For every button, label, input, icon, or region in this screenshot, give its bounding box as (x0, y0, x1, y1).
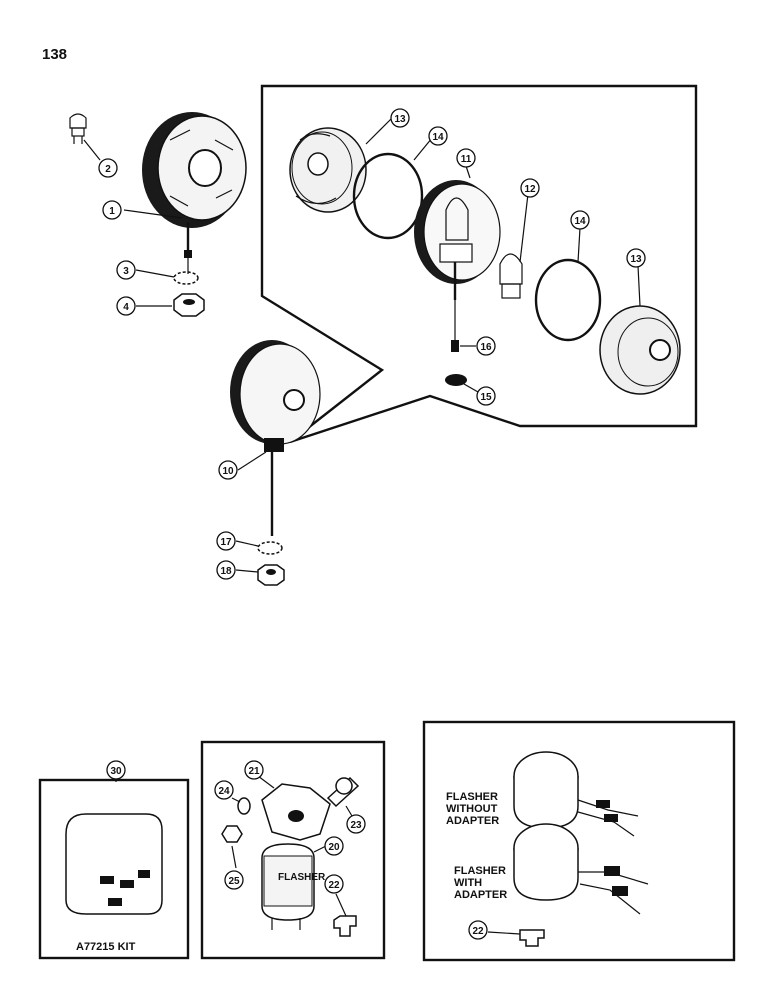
svg-text:14: 14 (432, 132, 444, 143)
flasher-without-label: WITHOUT (446, 803, 498, 815)
page-number: 138 (42, 46, 68, 63)
callout-3: 3 (116, 260, 136, 280)
wire-lead-icon (451, 300, 459, 352)
flasher-box (422, 720, 736, 962)
svg-text:4: 4 (123, 302, 129, 313)
bulb-icon (69, 113, 87, 144)
lens-icon (289, 127, 367, 213)
screw-icon (326, 776, 360, 808)
lock-washer-icon (173, 258, 199, 285)
bulb-icon (499, 253, 523, 299)
callout-16: 16 (476, 336, 496, 356)
svg-text:15: 15 (480, 392, 492, 403)
gasket-ring-icon (352, 152, 424, 240)
callout-25: 25 (224, 870, 244, 890)
callout-10: 10 (218, 460, 238, 480)
lens-icon (599, 305, 681, 395)
flasher-without-adapter-icon (513, 751, 639, 837)
svg-text:13: 13 (394, 114, 406, 125)
callout-13: 13 (390, 108, 410, 128)
bracket-box (200, 740, 386, 960)
svg-text:3: 3 (123, 266, 129, 277)
flasher-with-label: FLASHER (454, 865, 506, 877)
nut-icon (173, 293, 205, 317)
callout-12: 12 (520, 178, 540, 198)
flasher-without-label: ADAPTER (446, 815, 499, 827)
svg-text:22: 22 (472, 926, 484, 937)
lamp-body-icon (414, 180, 501, 300)
callout-22: 22 (324, 874, 344, 894)
svg-text:13: 13 (630, 254, 642, 265)
svg-text:22: 22 (328, 880, 340, 891)
flasher-with-adapter-icon (513, 823, 649, 915)
callout-14: 14 (570, 210, 590, 230)
svg-text:23: 23 (350, 820, 362, 831)
svg-text:25: 25 (228, 876, 240, 887)
nut-icon (257, 564, 285, 586)
callout-20: 20 (324, 836, 344, 856)
flasher-with-label: ADAPTER (454, 889, 507, 901)
lock-washer-icon (257, 541, 283, 555)
callout-30: 30 (106, 760, 126, 780)
callout-2: 2 (98, 158, 118, 178)
kit-box (38, 778, 190, 960)
svg-text:20: 20 (328, 842, 340, 853)
svg-text:17: 17 (220, 537, 232, 548)
adapter-clip-icon (519, 929, 545, 947)
callout-13: 13 (626, 248, 646, 268)
flasher-with-label: WITH (454, 877, 482, 889)
callout-17: 17 (216, 531, 236, 551)
svg-text:11: 11 (461, 154, 472, 165)
svg-text:21: 21 (248, 766, 260, 777)
gasket-ring-icon (534, 258, 602, 342)
flasher-without-label: FLASHER (446, 791, 498, 803)
callout-15: 15 (476, 386, 496, 406)
svg-text:16: 16 (480, 342, 492, 353)
callout-11: 11 (456, 148, 476, 168)
svg-text:1: 1 (109, 206, 115, 217)
callout-14: 14 (428, 126, 448, 146)
callout-22: 22 (468, 920, 488, 940)
assembled-lamp-icon (230, 340, 321, 536)
callout-21: 21 (244, 760, 264, 780)
callout-1: 1 (102, 200, 122, 220)
nut-icon (221, 825, 243, 843)
svg-text:14: 14 (574, 216, 586, 227)
svg-text:30: 30 (110, 766, 122, 777)
exploded-view-outline (260, 84, 698, 444)
svg-text:24: 24 (218, 786, 230, 797)
washer-icon (237, 797, 251, 815)
svg-text:FLASHER: FLASHER (278, 872, 326, 883)
callout-18: 18 (216, 560, 236, 580)
bracket-icon (261, 783, 331, 841)
lamp-housing-icon (142, 112, 247, 258)
flasher-relay-icon: FLASHER (261, 843, 326, 930)
kit-label: A77215 KIT (76, 941, 136, 953)
callout-4: 4 (116, 296, 136, 316)
callout-23: 23 (346, 814, 366, 834)
grommet-icon (445, 374, 467, 386)
callout-24: 24 (214, 780, 234, 800)
svg-text:18: 18 (220, 566, 232, 577)
svg-text:12: 12 (524, 184, 536, 195)
svg-text:2: 2 (105, 164, 111, 175)
flasher-module-icon (65, 813, 163, 915)
adapter-clip-icon (333, 915, 357, 937)
svg-text:10: 10 (222, 466, 234, 477)
